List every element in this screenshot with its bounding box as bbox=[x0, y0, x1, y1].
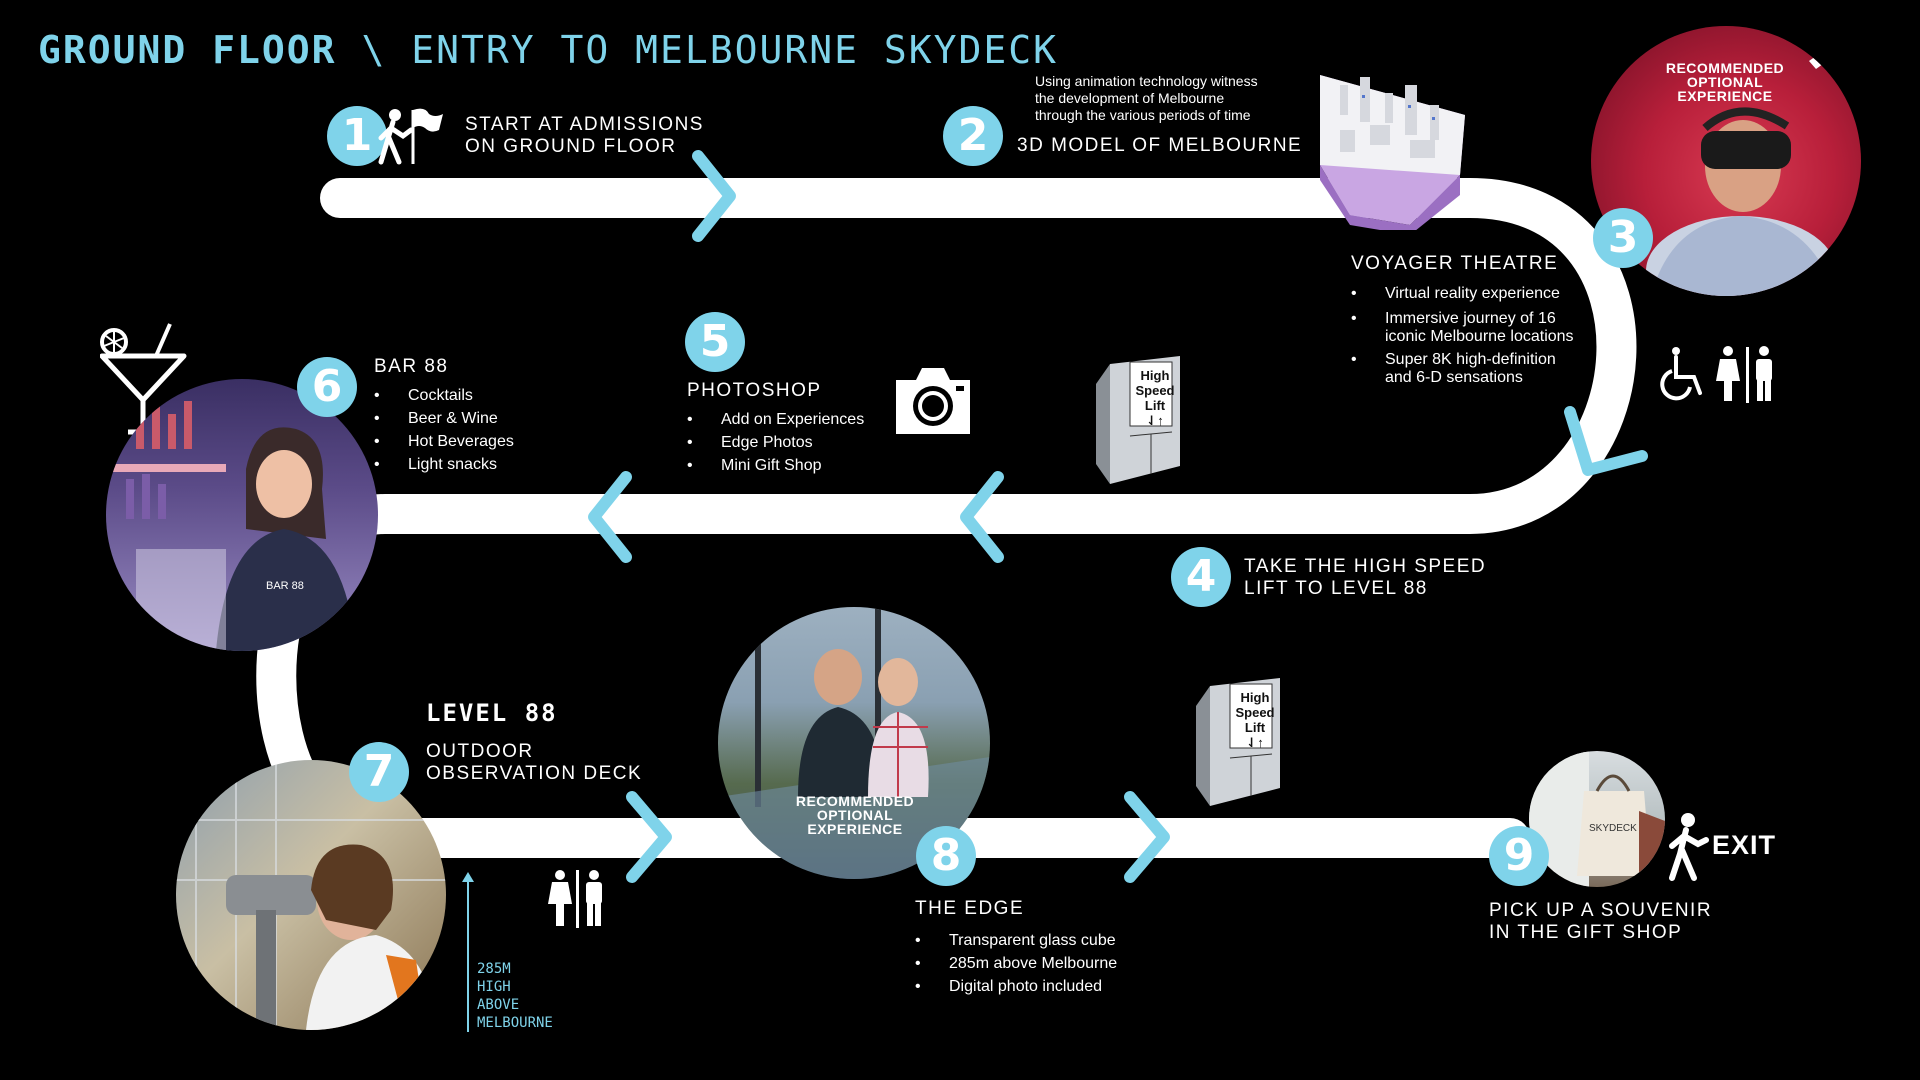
step-7-photo bbox=[176, 760, 446, 1030]
step-4-label: TAKE THE HIGH SPEED LIFT TO LEVEL 88 bbox=[1244, 556, 1486, 600]
step-2-title: 3D MODEL OF MELBOURNE bbox=[1017, 135, 1303, 156]
restroom-icon bbox=[548, 870, 602, 928]
elevator-icon bbox=[1096, 356, 1180, 484]
step-1-line1: START AT ADMISSIONS bbox=[465, 114, 704, 135]
step-2-note-2: the development of Melbourne bbox=[1035, 90, 1225, 106]
list-item: Light snacks bbox=[374, 453, 514, 476]
step-5-number: 5 bbox=[685, 312, 745, 372]
step-7-line1: OUTDOOR bbox=[426, 741, 534, 762]
elevator-icon bbox=[1196, 678, 1280, 806]
lift-line-2: Speed bbox=[1235, 705, 1275, 720]
height-1: 285M bbox=[477, 961, 511, 977]
title-ground-floor: GROUND FLOOR bbox=[38, 28, 337, 72]
bag-text: SKYDECK bbox=[1589, 823, 1637, 834]
list-item: Edge Photos bbox=[687, 431, 864, 454]
step-3-rec-1: RECOMMENDED bbox=[1665, 60, 1785, 76]
step-2-note: Using animation technology witness the d… bbox=[1035, 73, 1258, 124]
step-8-rec-1: RECOMMENDED bbox=[795, 793, 915, 809]
page-title: GROUND FLOOR \ ENTRY TO MELBOURNE SKYDEC… bbox=[38, 28, 1058, 72]
step-1-line2: ON GROUND FLOOR bbox=[465, 136, 677, 157]
step-8-title: THE EDGE bbox=[915, 898, 1025, 919]
restroom-icon bbox=[1716, 346, 1772, 403]
walking-flag-icon bbox=[378, 108, 443, 165]
arrow-right-1 bbox=[692, 150, 736, 242]
step-4-line1: TAKE THE HIGH SPEED bbox=[1244, 556, 1487, 577]
arrow-down-3 bbox=[1564, 406, 1648, 476]
step-8-recommended: RECOMMENDED OPTIONAL EXPERIENCE bbox=[790, 794, 920, 836]
step-9-label: PICK UP A SOUVENIR IN THE GIFT SHOP bbox=[1489, 900, 1712, 944]
step-8-bullets: Transparent glass cube 285m above Melbou… bbox=[915, 929, 1117, 998]
height-note: 285M HIGH ABOVE MELBOURNE bbox=[477, 960, 553, 1032]
height-3: ABOVE bbox=[477, 997, 520, 1013]
step-2-note-3: through the various periods of time bbox=[1035, 107, 1251, 123]
list-item: Hot Beverages bbox=[374, 430, 514, 453]
wheelchair-icon bbox=[1660, 347, 1702, 401]
list-item: Digital photo included bbox=[915, 975, 1117, 998]
lift-line-2: Speed bbox=[1135, 383, 1175, 398]
list-item: Add on Experiences bbox=[687, 408, 864, 431]
step-9-number: 9 bbox=[1489, 826, 1549, 886]
height-arrow-icon bbox=[462, 872, 474, 1032]
level-88-heading: LEVEL 88 bbox=[426, 699, 558, 727]
apron-text: BAR 88 bbox=[266, 580, 304, 592]
lift-arrows: ⇃↑ bbox=[1146, 413, 1164, 428]
exit-label: EXIT bbox=[1712, 830, 1777, 860]
list-item: Virtual reality experience bbox=[1351, 282, 1574, 305]
title-entry: \ ENTRY TO MELBOURNE SKYDECK bbox=[361, 28, 1059, 72]
lift-arrows: ⇃↑ bbox=[1246, 735, 1264, 750]
step-9-line2: IN THE GIFT SHOP bbox=[1489, 922, 1683, 943]
list-item: Mini Gift Shop bbox=[687, 454, 864, 477]
step-6-title: BAR 88 bbox=[374, 356, 449, 377]
step-7-label: OUTDOOR OBSERVATION DECK bbox=[426, 741, 642, 785]
lift-line-1: High bbox=[1240, 690, 1270, 705]
step-7-number: 7 bbox=[349, 742, 409, 802]
lift-line-3: Lift bbox=[1244, 720, 1266, 735]
step-3-title: VOYAGER THEATRE bbox=[1351, 253, 1559, 274]
step-3-number: 3 bbox=[1593, 208, 1653, 268]
step-3-recommended: RECOMMENDED OPTIONAL EXPERIENCE bbox=[1660, 61, 1790, 103]
tote-bag-illustration: SKYDECK bbox=[1529, 751, 1665, 887]
step-7-line2: OBSERVATION DECK bbox=[426, 763, 643, 784]
binoculars-illustration bbox=[176, 760, 446, 1030]
step-6-photo: BAR 88 bbox=[106, 379, 378, 651]
step-4-number: 4 bbox=[1171, 547, 1231, 607]
list-item: 285m above Melbourne bbox=[915, 952, 1117, 975]
step-5-bullets: Add on Experiences Edge Photos Mini Gift… bbox=[687, 408, 864, 477]
accessibility-icons bbox=[1660, 346, 1772, 403]
arrow-right-7 bbox=[626, 791, 672, 883]
step-1-label: START AT ADMISSIONS ON GROUND FLOOR bbox=[465, 114, 704, 158]
arrow-left-6 bbox=[588, 471, 632, 563]
height-2: HIGH bbox=[477, 979, 511, 995]
height-4: MELBOURNE bbox=[477, 1015, 553, 1031]
step-3-bullets: Virtual reality experience Immersive jou… bbox=[1351, 282, 1574, 387]
step-9-line1: PICK UP A SOUVENIR bbox=[1489, 900, 1713, 921]
exit-person-icon bbox=[1669, 813, 1709, 881]
3d-model-image bbox=[1320, 75, 1465, 230]
step-3-rec-2: OPTIONAL bbox=[1686, 74, 1764, 90]
step-8-number: 8 bbox=[916, 826, 976, 886]
bartender-illustration: BAR 88 bbox=[106, 399, 356, 651]
step-4-line2: LIFT TO LEVEL 88 bbox=[1244, 578, 1428, 599]
step-9-photo: SKYDECK bbox=[1529, 751, 1665, 887]
step-3-rec-3: EXPERIENCE bbox=[1677, 88, 1773, 104]
list-item: Beer & Wine bbox=[374, 407, 514, 430]
step-2-note-1: Using animation technology witness bbox=[1035, 73, 1258, 89]
list-item: Cocktails bbox=[374, 384, 514, 407]
step-5-title: PHOTOSHOP bbox=[687, 380, 822, 401]
step-1-number: 1 bbox=[327, 106, 387, 166]
lift-line-1: High bbox=[1140, 368, 1170, 383]
arrow-left-5 bbox=[960, 471, 1004, 563]
step-6-number: 6 bbox=[297, 357, 357, 417]
vr-person-illustration bbox=[1646, 56, 1836, 296]
step-8-rec-3: EXPERIENCE bbox=[807, 821, 903, 837]
list-item: Transparent glass cube bbox=[915, 929, 1117, 952]
lift-line-3: Lift bbox=[1144, 398, 1166, 413]
camera-icon bbox=[896, 368, 970, 434]
step-6-bullets: Cocktails Beer & Wine Hot Beverages Ligh… bbox=[374, 384, 514, 476]
step-8-rec-2: OPTIONAL bbox=[816, 807, 894, 823]
arrow-right-8 bbox=[1124, 791, 1170, 883]
step-2-number: 2 bbox=[943, 106, 1003, 166]
